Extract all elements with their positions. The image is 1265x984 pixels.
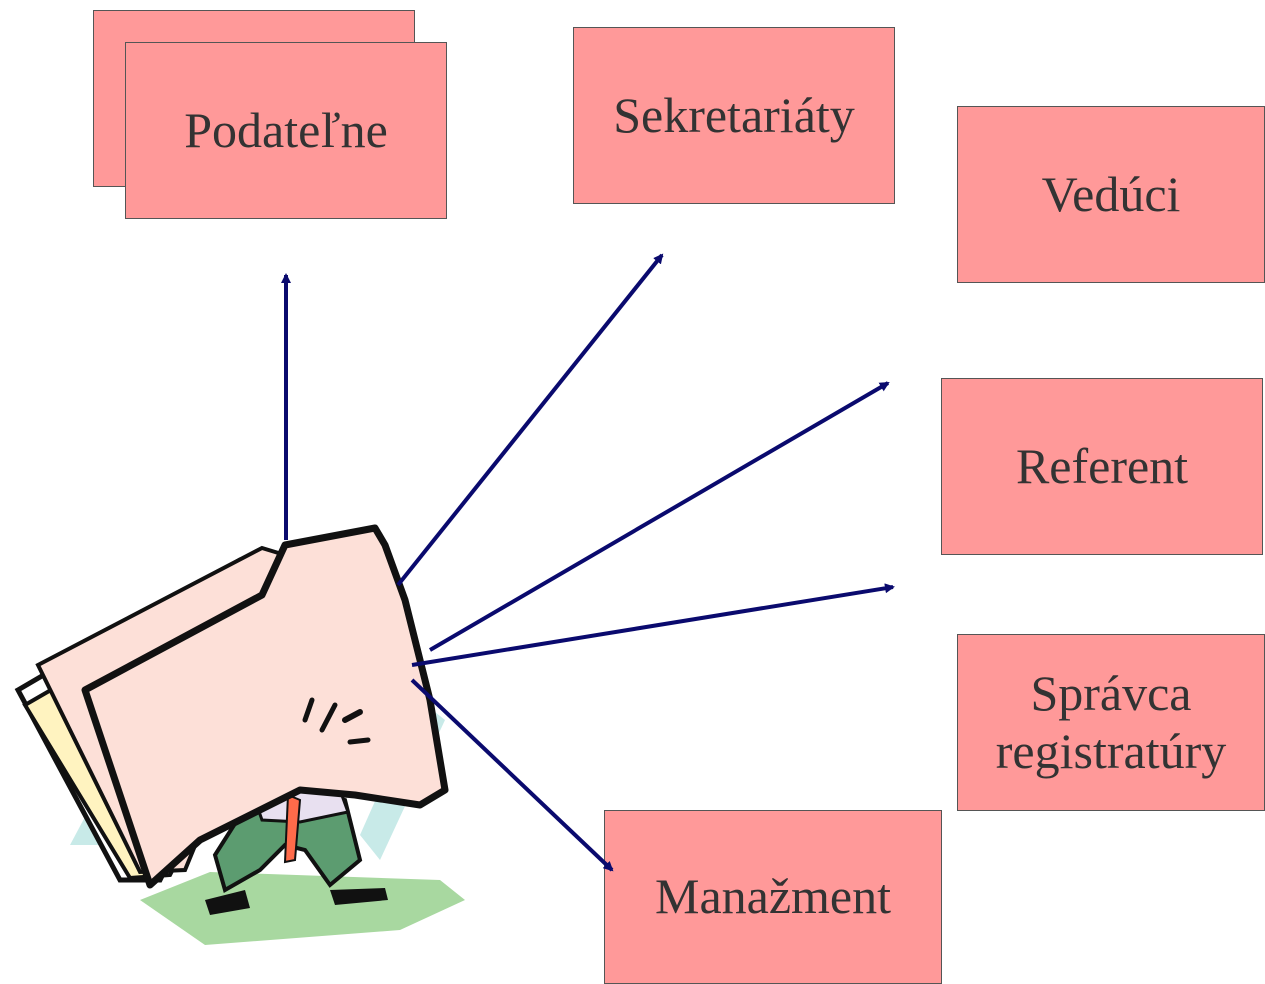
arrow-to-manazment: [412, 680, 612, 870]
arrow-to-spravca: [412, 587, 893, 665]
arrow-to-referent: [430, 383, 888, 650]
arrow-to-sekretariaty: [398, 255, 662, 585]
